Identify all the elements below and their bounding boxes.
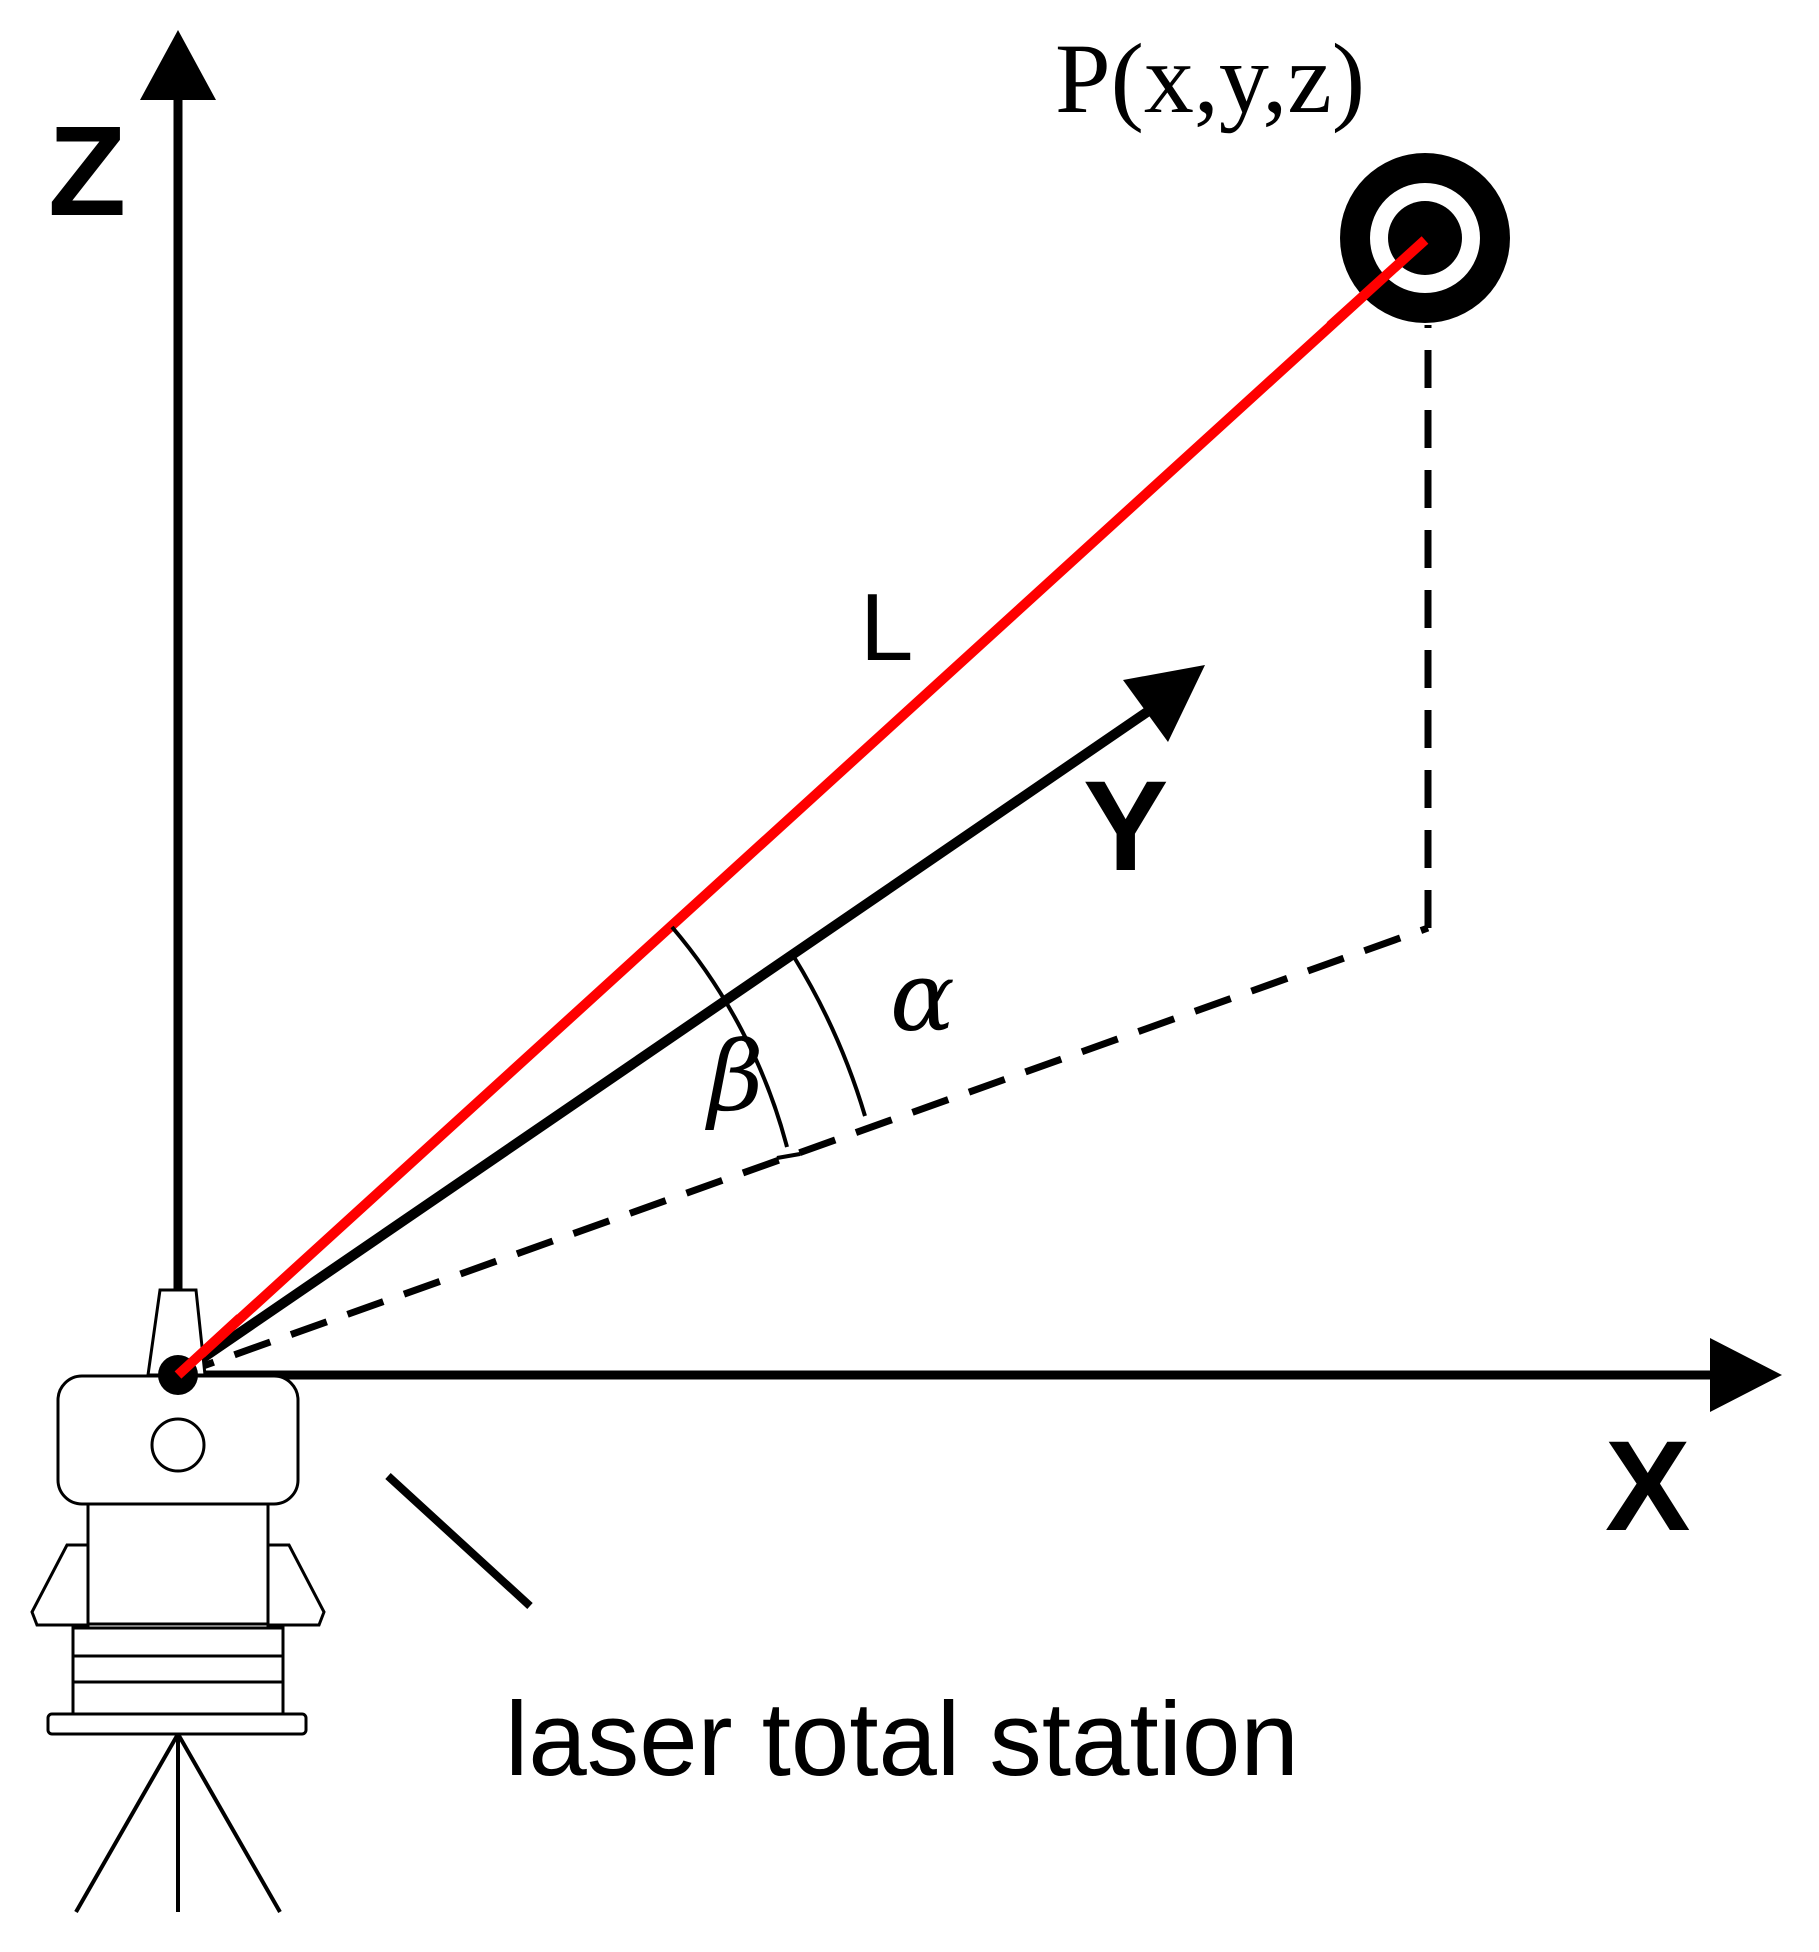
instrument-label: laser total station (505, 1681, 1299, 1798)
y-axis-arrowhead (1123, 665, 1205, 742)
x-axis (178, 1338, 1782, 1412)
alpha-label: α (890, 941, 955, 1053)
instrument-lens (150, 1417, 206, 1473)
z-axis-arrowhead (140, 30, 216, 100)
projection-lines (176, 325, 1432, 1379)
distance-label: L (860, 574, 913, 681)
point-label: P(x,y,z) (1055, 23, 1365, 134)
y-axis (175, 665, 1205, 1380)
y-axis-label: Y (1083, 755, 1168, 898)
laser-ray-origin (174, 1314, 244, 1379)
beta-label: β (705, 1021, 764, 1133)
z-axis-label: Z (48, 100, 126, 243)
laser-ray-line (174, 236, 1429, 1379)
ground-projection-line (176, 924, 1430, 1379)
z-axis (140, 30, 216, 1375)
x-axis-label: X (1605, 1415, 1690, 1558)
beta-arc-tick (776, 1152, 801, 1160)
instrument-label-pointer (385, 1473, 533, 1609)
alpha-angle-arc (792, 955, 867, 1117)
total-station-icon (30, 1288, 326, 1913)
x-axis-arrowhead (1710, 1338, 1782, 1412)
beta-angle-arc (670, 925, 789, 1148)
laser-ray-tip (1326, 236, 1429, 330)
